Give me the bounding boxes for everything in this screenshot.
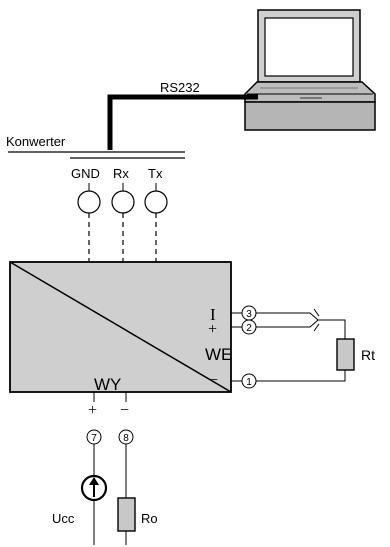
plus-wy-label: + bbox=[88, 402, 97, 419]
rs232-label: RS232 bbox=[160, 80, 200, 95]
laptop-icon bbox=[244, 9, 376, 131]
rx-label: Rx bbox=[113, 166, 129, 181]
terminal-3-label: 3 bbox=[246, 309, 252, 320]
converter-label: Konwerter bbox=[6, 134, 66, 149]
transmitter-diagonal bbox=[9, 261, 232, 393]
rx-terminal bbox=[111, 190, 135, 214]
gnd-label: GND bbox=[71, 166, 100, 181]
i-label: I bbox=[210, 305, 216, 324]
rt-resistor-icon bbox=[336, 338, 355, 371]
minus-wy-label: − bbox=[120, 402, 129, 419]
rs232-cable bbox=[107, 94, 258, 150]
terminal-8-label: 8 bbox=[123, 433, 129, 444]
minus-we-label: − bbox=[209, 372, 218, 389]
rt-label: Rt bbox=[361, 347, 375, 363]
tx-label: Tx bbox=[148, 166, 163, 181]
ucc-label: Ucc bbox=[52, 511, 75, 526]
terminal-1-label: 1 bbox=[246, 377, 252, 388]
we-label: WE bbox=[205, 345, 232, 364]
terminal-2-label: 2 bbox=[246, 323, 252, 334]
tx-terminal bbox=[144, 190, 168, 214]
plus-we-label: + bbox=[208, 321, 217, 338]
current-source-icon bbox=[80, 474, 108, 502]
wy-label: WY bbox=[94, 375, 121, 394]
gnd-terminal bbox=[77, 190, 101, 214]
ro-label: Ro bbox=[141, 511, 158, 526]
terminal-7-label: 7 bbox=[91, 433, 97, 444]
rtd-wires bbox=[256, 308, 346, 382]
ro-resistor-icon bbox=[117, 497, 136, 532]
